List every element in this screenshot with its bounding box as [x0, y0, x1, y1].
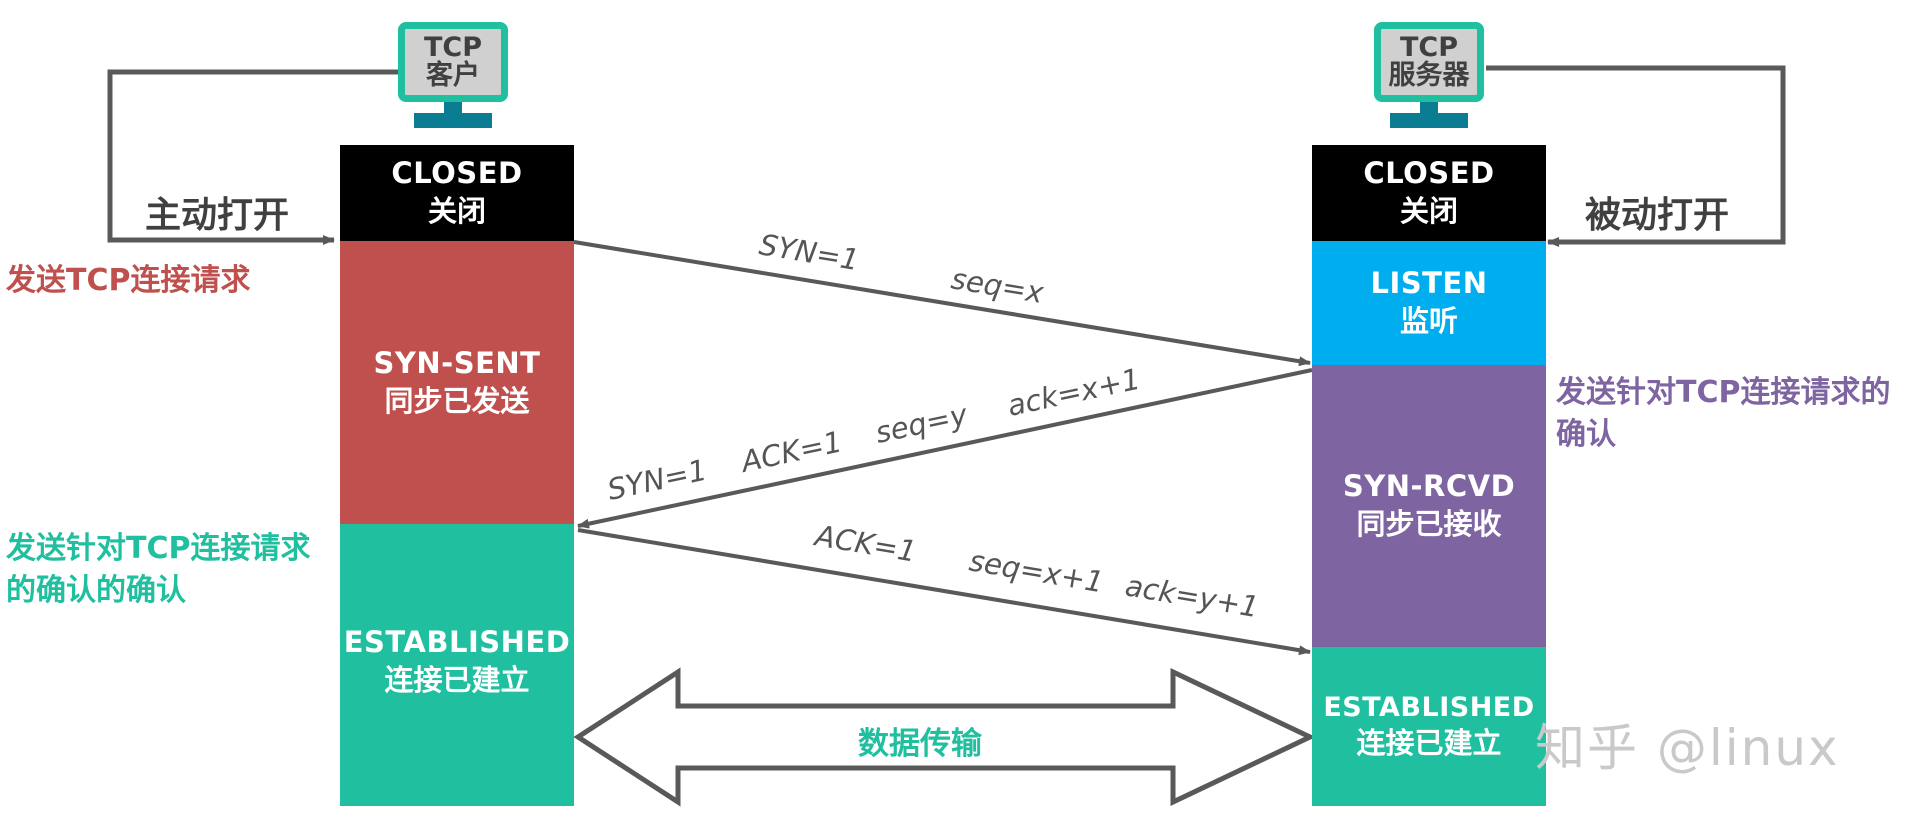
server-syn-rcvd-en: SYN-RCVD [1342, 469, 1516, 504]
server-monitor-line1: TCP [1399, 31, 1459, 63]
client-established-en: ESTABLISHED [343, 625, 571, 659]
server-monitor-screen: TCP 服务器 [1374, 22, 1484, 102]
server-closed-en: CLOSED [1363, 156, 1495, 191]
m1-seq-label: seq=x [949, 261, 1047, 310]
client-syn-sent-en: SYN-SENT [373, 345, 541, 380]
server-monitor-icon: TCP 服务器 [1374, 22, 1484, 132]
m1-syn-label: SYN=1 [757, 227, 862, 277]
server-state-listen: LISTEN 监听 [1312, 241, 1546, 365]
syn-arrow [573, 240, 1311, 367]
syn-ack-arrow [577, 368, 1313, 529]
m3-seq-label: seq=x+1 [967, 543, 1106, 599]
client-note-ack-of-ack: 发送针对TCP连接请求的确认的确认 [6, 531, 311, 608]
server-syn-rcvd-cn: 同步已接收 [1356, 507, 1502, 541]
server-state-syn-rcvd: SYN-RCVD 同步已接收 [1312, 365, 1546, 647]
server-note-syn-ack: 发送针对TCP连接请求的确认 [1556, 375, 1891, 452]
m2-syn-label: SYN=1 [604, 453, 709, 507]
client-closed-cn: 关闭 [427, 194, 486, 228]
client-monitor-line1: TCP [423, 31, 483, 63]
watermark: 知乎 @linux [1535, 719, 1840, 777]
passive-open-label: 被动打开 [1585, 195, 1730, 236]
server-established-en: ESTABLISHED [1323, 692, 1535, 724]
data-transfer-arrow [573, 667, 1316, 807]
m2-ack-label: ack=x+1 [1004, 362, 1143, 423]
client-closed-en: CLOSED [391, 156, 523, 191]
m3-ack-label: ack=y+1 [1123, 568, 1261, 624]
client-monitor-icon: TCP 客户 [398, 22, 508, 132]
client-monitor-screen: TCP 客户 [398, 22, 508, 102]
client-state-closed: CLOSED 关闭 [340, 145, 574, 241]
active-open-connector [107, 69, 398, 245]
server-closed-cn: 关闭 [1399, 194, 1458, 228]
m2-seq-label: seq=y [872, 397, 971, 450]
server-monitor-line2: 服务器 [1388, 60, 1470, 91]
client-state-syn-sent: SYN-SENT 同步已发送 [340, 241, 574, 524]
client-monitor-line2: 客户 [426, 60, 480, 91]
server-state-established: ESTABLISHED 连接已建立 [1312, 647, 1546, 806]
server-listen-cn: 监听 [1399, 304, 1458, 338]
client-syn-sent-cn: 同步已发送 [384, 383, 530, 418]
passive-open-connector [1486, 65, 1786, 247]
active-open-label: 主动打开 [145, 195, 290, 236]
server-state-closed: CLOSED 关闭 [1312, 145, 1546, 241]
ack-arrow [577, 528, 1311, 656]
data-transfer-label: 数据传输 [858, 726, 982, 762]
client-note-syn-request: 发送TCP连接请求 [6, 263, 251, 298]
server-listen-en: LISTEN [1370, 266, 1488, 301]
client-established-cn: 连接已建立 [384, 662, 530, 697]
m3-ack-flag-label: ACK=1 [811, 518, 919, 569]
server-established-cn: 连接已建立 [1356, 726, 1502, 761]
client-state-established: ESTABLISHED 连接已建立 [340, 524, 574, 806]
